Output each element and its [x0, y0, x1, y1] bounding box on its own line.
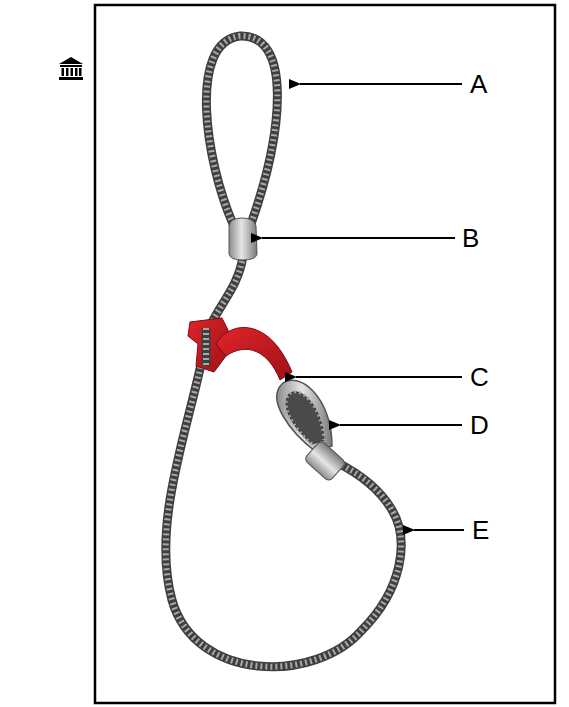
callout-letter: C — [470, 364, 489, 390]
lower-ferrule — [304, 440, 347, 482]
wire-rope — [166, 256, 401, 667]
thimble — [277, 380, 332, 452]
frame — [95, 5, 555, 703]
callout-letter: B — [462, 225, 479, 251]
bank-icon — [59, 57, 83, 80]
callout-letter: D — [470, 412, 489, 438]
leader-lines — [262, 84, 464, 530]
callout-letter: A — [470, 71, 487, 97]
callout-letter: E — [472, 517, 489, 543]
eye-rope — [206, 36, 277, 224]
ferrule — [229, 218, 257, 260]
choker-hook — [188, 318, 292, 380]
